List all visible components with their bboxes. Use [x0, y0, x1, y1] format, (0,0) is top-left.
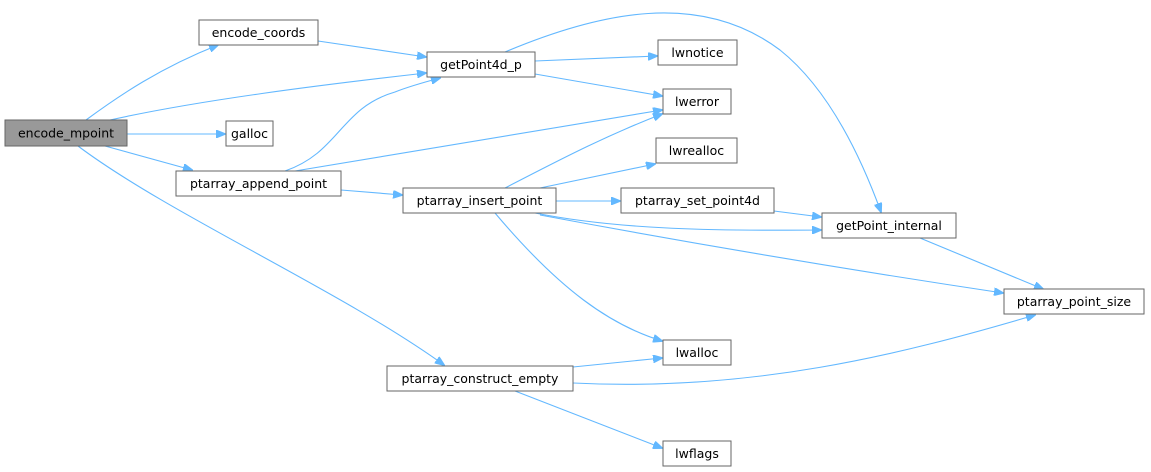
edge-ptarray_construct_empty-to-lwalloc	[572, 358, 662, 368]
node-getPoint_internal[interactable]: getPoint_internal	[821, 212, 957, 239]
node-label: lwalloc	[676, 345, 719, 360]
edge-ptarray_insert_point-to-getPoint_internal	[534, 212, 821, 230]
edge-getPoint4d_p-to-lwnotice	[534, 56, 657, 62]
node-label: encode_mpoint	[18, 126, 114, 141]
node-getPoint4d_p[interactable]: getPoint4d_p	[426, 51, 536, 78]
node-label: galloc	[231, 126, 268, 141]
node-label: getPoint4d_p	[440, 57, 522, 72]
node-lwrealloc[interactable]: lwrealloc	[655, 137, 738, 164]
node-galloc[interactable]: galloc	[225, 120, 274, 147]
node-encode_mpoint[interactable]: encode_mpoint	[4, 119, 128, 147]
edge-ptarray_construct_empty-to-ptarray_point_size	[572, 315, 1035, 385]
edge-encode_mpoint-to-ptarray_construct_empty	[77, 145, 444, 365]
edge-ptarray_append_point-to-lwerror	[294, 110, 662, 172]
edge-encode_mpoint-to-encode_coords	[85, 45, 218, 121]
node-ptarray_insert_point[interactable]: ptarray_insert_point	[402, 187, 557, 214]
edge-ptarray_append_point-to-ptarray_insert_point	[340, 189, 402, 195]
node-encode_coords[interactable]: encode_coords	[198, 19, 319, 46]
edge-getPoint4d_p-to-lwerror	[534, 73, 662, 96]
node-lwalloc[interactable]: lwalloc	[662, 339, 732, 366]
edge-ptarray_construct_empty-to-lwflags	[514, 390, 662, 448]
node-lwflags[interactable]: lwflags	[662, 440, 732, 467]
nodes: encode_mpoint encode_coords getPoint4d_p…	[4, 19, 1145, 467]
node-ptarray_point_size[interactable]: ptarray_point_size	[1003, 288, 1145, 315]
node-label: lwflags	[675, 446, 719, 461]
edge-ptarray_insert_point-to-ptarray_point_size	[539, 214, 1003, 293]
node-label: ptarray_insert_point	[417, 193, 543, 208]
node-ptarray_set_point4d[interactable]: ptarray_set_point4d	[620, 187, 775, 214]
node-label: ptarray_set_point4d	[635, 193, 760, 208]
edge-encode_coords-to-getPoint4d_p	[317, 40, 426, 57]
edge-getPoint_internal-to-ptarray_point_size	[919, 237, 1043, 289]
node-label: lwrealloc	[669, 143, 725, 158]
node-label: lwnotice	[671, 45, 724, 60]
node-ptarray_construct_empty[interactable]: ptarray_construct_empty	[386, 365, 574, 392]
node-label: ptarray_point_size	[1017, 294, 1132, 309]
node-ptarray_append_point[interactable]: ptarray_append_point	[175, 170, 342, 197]
node-label: getPoint_internal	[836, 218, 942, 233]
node-lwnotice[interactable]: lwnotice	[657, 39, 738, 66]
node-label: ptarray_construct_empty	[402, 371, 560, 386]
edges	[77, 12, 1043, 448]
node-lwerror[interactable]: lwerror	[662, 88, 732, 115]
edge-encode_mpoint-to-ptarray_append_point	[104, 145, 192, 170]
node-label: lwerror	[675, 94, 720, 109]
edge-ptarray_append_point-to-getPoint4d_p	[284, 78, 440, 172]
edge-ptarray_insert_point-to-lwalloc	[494, 212, 662, 341]
edge-ptarray_set_point4d-to-getPoint_internal	[773, 210, 821, 217]
node-label: encode_coords	[212, 25, 306, 40]
edge-encode_mpoint-to-getPoint4d_p	[109, 73, 426, 121]
node-label: ptarray_append_point	[190, 176, 327, 191]
edge-ptarray_insert_point-to-lwerror	[504, 114, 662, 189]
edge-getPoint4d_p-to-getPoint_internal	[504, 12, 881, 212]
edge-ptarray_insert_point-to-lwrealloc	[539, 164, 655, 189]
